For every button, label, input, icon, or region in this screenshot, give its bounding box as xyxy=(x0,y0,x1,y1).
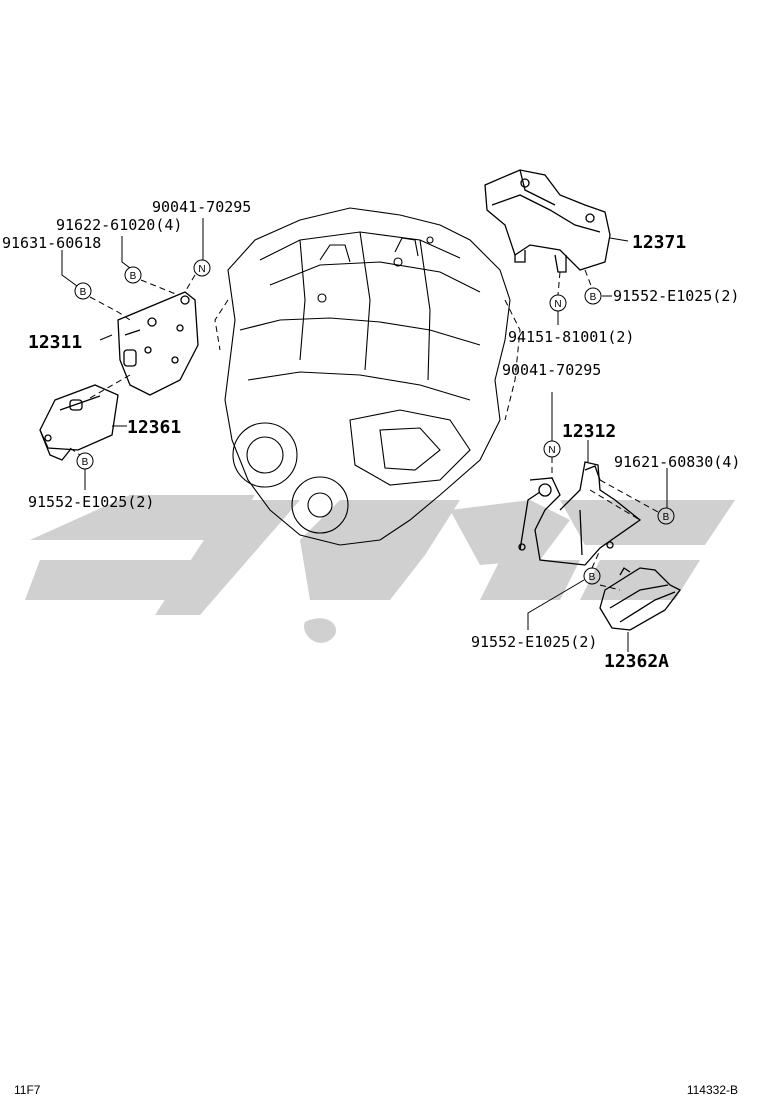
label-91552-E1025-left: 91552-E1025(2) xyxy=(28,493,154,511)
bolt-callout-91631: B xyxy=(74,282,92,300)
label-12312: 12312 xyxy=(562,421,616,442)
svg-text:B: B xyxy=(663,512,670,523)
bolt-callout-91621: B xyxy=(657,507,675,525)
watermark-logo xyxy=(25,495,735,643)
svg-text:B: B xyxy=(590,292,597,303)
footer-left-code: 11F7 xyxy=(14,1083,41,1097)
bolt-callout-91622: B xyxy=(124,266,142,284)
label-12371: 12371 xyxy=(632,232,686,253)
part-labels: 90041-70295 91622-61020(4) 91631-60618 1… xyxy=(2,198,740,672)
svg-text:N: N xyxy=(548,445,555,456)
insulator-12361 xyxy=(39,384,119,461)
bracket-12312 xyxy=(518,461,642,566)
label-90041-70295-right: 90041-70295 xyxy=(502,361,601,379)
label-90041-70295-top: 90041-70295 xyxy=(152,198,251,216)
label-91621-60830: 91621-60830(4) xyxy=(614,453,740,471)
svg-text:B: B xyxy=(589,572,596,583)
insulator-12362A xyxy=(599,567,681,631)
leader-lines xyxy=(61,218,668,652)
footer-right-code: 114332-B xyxy=(687,1083,738,1097)
nut-callout-90041-top: N xyxy=(193,259,211,277)
bracket-12311 xyxy=(117,291,199,396)
nut-callout-90041-right: N xyxy=(543,440,561,458)
svg-text:B: B xyxy=(130,271,137,282)
bolt-callout-91552-left: B xyxy=(76,452,94,470)
insulator-12371 xyxy=(484,169,611,273)
label-94151-81001: 94151-81001(2) xyxy=(508,328,634,346)
svg-text:B: B xyxy=(82,457,89,468)
label-12361: 12361 xyxy=(127,417,181,438)
label-12362A: 12362A xyxy=(604,651,669,672)
nut-callout-94151: N xyxy=(549,294,567,312)
label-91622-61020: 91622-61020(4) xyxy=(56,216,182,234)
svg-text:N: N xyxy=(554,299,561,310)
callout-symbols: B B N B N B N B xyxy=(74,259,675,585)
svg-text:N: N xyxy=(198,264,205,275)
svg-text:B: B xyxy=(80,287,87,298)
label-91552-E1025-right-top: 91552-E1025(2) xyxy=(613,287,739,305)
bolt-callout-91552-right-top: B xyxy=(584,287,602,305)
label-12311: 12311 xyxy=(28,332,82,353)
label-91631-60618: 91631-60618 xyxy=(2,234,101,252)
engine-block xyxy=(214,207,521,546)
label-91552-E1025-bottom: 91552-E1025(2) xyxy=(471,633,597,651)
